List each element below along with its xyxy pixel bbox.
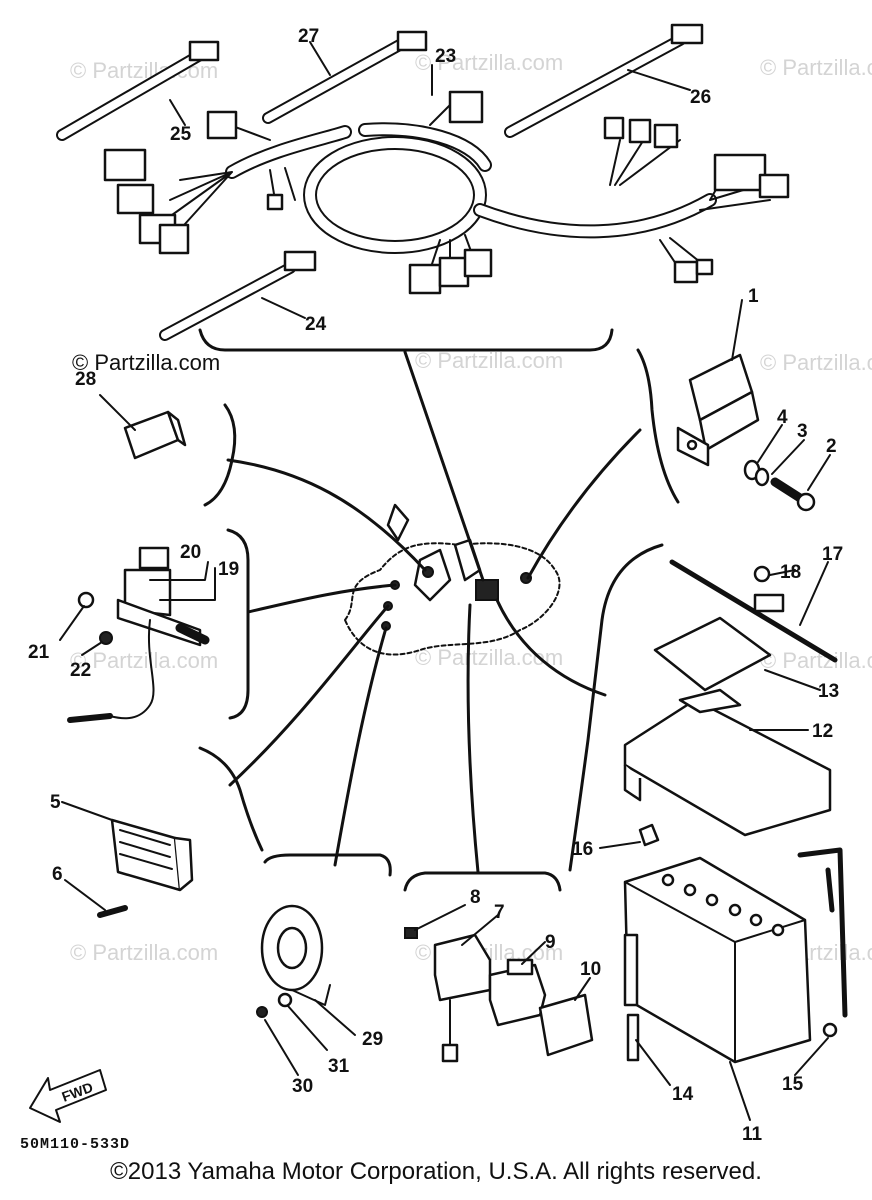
- callout-12: 12: [812, 721, 833, 742]
- copyright-notice: ©2013 Yamaha Motor Corporation, U.S.A. A…: [110, 1158, 762, 1185]
- watermark-main: © Partzilla.com: [72, 350, 220, 375]
- callout-19: 19: [218, 559, 239, 580]
- callout-labels: 1 2 3 4 5 6 7 8 9 10 11 12 13 14 15 16 1…: [28, 26, 843, 1145]
- watermark: © Partzilla.com: [760, 648, 872, 673]
- bracket-relays: [403, 871, 562, 892]
- frame-mount: [344, 503, 561, 656]
- watermark: © Partzilla.com: [70, 648, 218, 673]
- part-29-horn: [256, 904, 331, 1018]
- callout-5: 5: [50, 792, 61, 813]
- part-1-cdi-unit: [676, 353, 816, 512]
- part-14-breather: [623, 933, 640, 1062]
- callout-24: 24: [305, 314, 327, 335]
- callout-25: 25: [170, 124, 192, 145]
- part-9-relay: [488, 958, 547, 1027]
- part-10-flasher: [538, 993, 594, 1057]
- callout-21: 21: [28, 642, 50, 663]
- callout-leaders: [59, 41, 831, 1121]
- callout-8: 8: [470, 887, 481, 908]
- bracket-19: [226, 528, 250, 720]
- part-19-main-switch: [67, 546, 210, 723]
- callout-15: 15: [782, 1074, 804, 1095]
- callout-9: 9: [545, 932, 556, 953]
- bracket-battery: [568, 543, 664, 872]
- part-5-regulator: [97, 818, 194, 918]
- callout-16: 16: [572, 839, 593, 860]
- callout-10: 10: [580, 959, 601, 980]
- watermark: © Partzilla.com: [760, 350, 872, 375]
- part-15-cable: [797, 847, 848, 1038]
- callout-14: 14: [672, 1084, 694, 1105]
- callout-11: 11: [742, 1124, 763, 1145]
- callout-18: 18: [780, 562, 801, 583]
- watermark: © Partzilla.com: [70, 940, 218, 965]
- watermark: © Partzilla.com: [415, 50, 563, 75]
- callout-17: 17: [822, 544, 843, 565]
- callout-31: 31: [328, 1056, 350, 1077]
- callout-3: 3: [797, 421, 808, 442]
- callout-23: 23: [435, 46, 456, 67]
- callout-2: 2: [826, 436, 837, 457]
- wire-harness: [103, 90, 790, 295]
- callout-6: 6: [52, 864, 63, 885]
- callout-7: 7: [494, 902, 505, 923]
- callout-28: 28: [75, 369, 96, 390]
- part-11-battery: [623, 856, 812, 1064]
- callout-1: 1: [748, 286, 759, 307]
- bracket-horn: [263, 853, 392, 877]
- diagram-code: 50M110-533D: [20, 1136, 130, 1153]
- part-12-battery-cover: [623, 688, 832, 837]
- part-13-pad: [653, 616, 772, 692]
- fwd-arrow-icon: FWD: [29, 1069, 107, 1123]
- bracket-regulator: [198, 746, 264, 852]
- part-16-clamp: [638, 823, 660, 847]
- bracket-28: [203, 403, 237, 507]
- callout-4: 4: [777, 407, 788, 428]
- callout-22: 22: [70, 660, 91, 681]
- leader-lines: [226, 350, 642, 874]
- callout-20: 20: [180, 542, 201, 563]
- callout-29: 29: [362, 1029, 383, 1050]
- watermark: © Partzilla.com: [760, 55, 872, 80]
- callout-30: 30: [292, 1076, 313, 1097]
- callout-27: 27: [298, 26, 319, 47]
- cable-ties: [56, 23, 704, 341]
- callout-26: 26: [690, 87, 711, 108]
- part-17-battery-band: [669, 559, 838, 663]
- bracket-cdi: [636, 348, 680, 504]
- callout-13: 13: [818, 681, 839, 702]
- watermark: © Partzilla.com: [415, 348, 563, 373]
- group-bracket: [198, 328, 614, 352]
